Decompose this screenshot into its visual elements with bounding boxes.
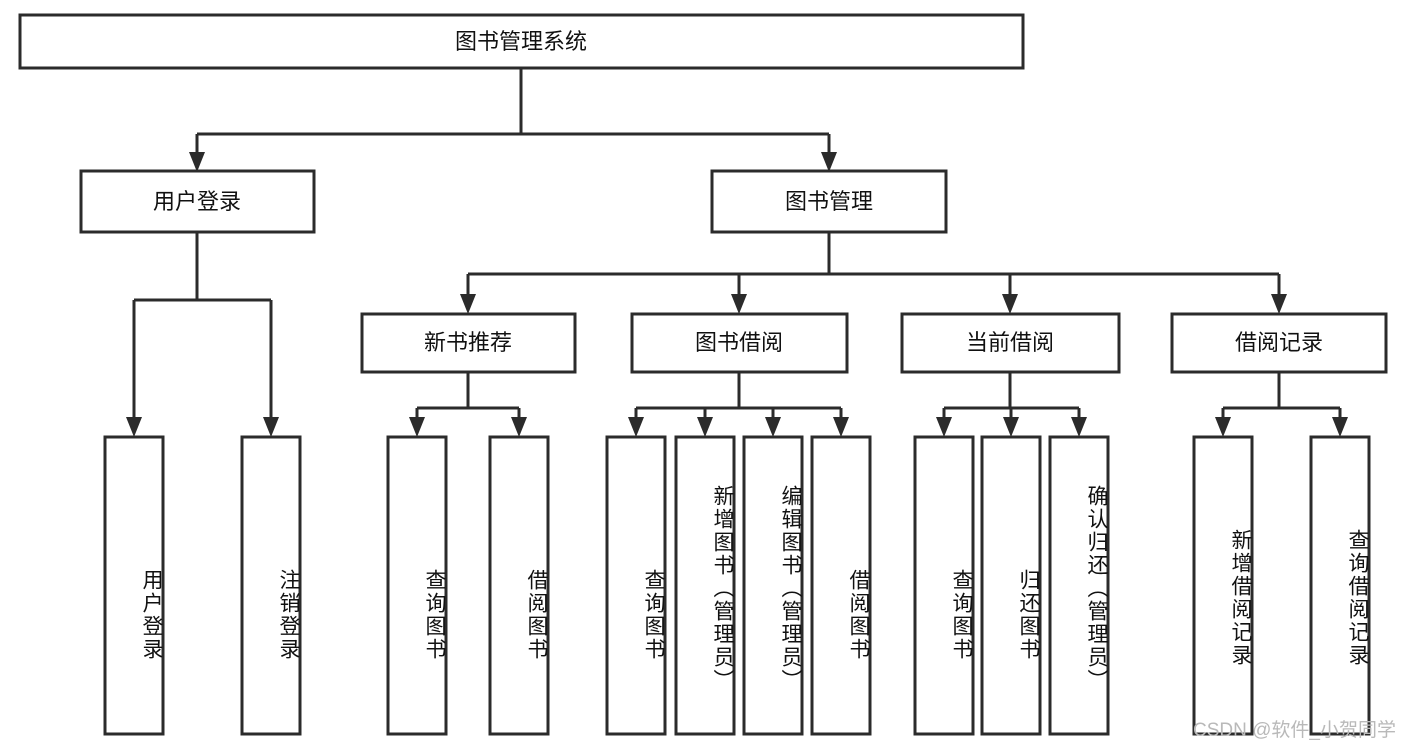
arrow-head-newbookrec — [460, 294, 476, 314]
arrow-head-leaf-logout — [263, 417, 279, 437]
arrow-head-leaf-borrow-book-2 — [833, 417, 849, 437]
arrow-head-leaf-query-book-2 — [628, 417, 644, 437]
node-new-book-rec-label: 新书推荐 — [424, 330, 512, 355]
arrow-head-leaf-confirm-return — [1071, 417, 1087, 437]
arrow-head-currentborrow — [1002, 294, 1018, 314]
arrow-head-leaf-query-book-1 — [409, 417, 425, 437]
arrow-head-bookborrow — [731, 294, 747, 314]
arrow-head-borrowrecord — [1271, 294, 1287, 314]
node-leaf-borrow-book-2-box[interactable] — [810, 435, 872, 736]
node-new-book-rec-box[interactable] — [360, 312, 577, 374]
arrow-head-leaf-borrow-book-1 — [511, 417, 527, 437]
node-book-manage-box[interactable] — [710, 169, 948, 234]
node-leaf-logout-box[interactable] — [240, 435, 302, 736]
node-current-borrow-box[interactable] — [900, 312, 1121, 374]
node-leaf-user-login-box[interactable] — [103, 435, 165, 736]
node-leaf-add-record-box[interactable] — [1192, 435, 1254, 736]
node-leaf-return-book-box[interactable] — [980, 435, 1042, 736]
node-current-borrow-label: 当前借阅 — [966, 330, 1054, 355]
node-layer: 图书管理系统 用户登录 图书管理 新书推荐 图书借阅 当前借阅 借阅记录 — [18, 13, 1388, 736]
arrow-head-leaf-return-book — [1003, 417, 1019, 437]
node-leaf-borrow-book-1-box[interactable] — [488, 435, 550, 736]
node-leaf-query-book-1-box[interactable] — [386, 435, 448, 736]
arrow-head-leaf-add-record — [1215, 417, 1231, 437]
node-root-label: 图书管理系统 — [455, 29, 587, 54]
node-leaf-query-book-2-box[interactable] — [605, 435, 667, 736]
arrow-head-leaf-edit-book — [765, 417, 781, 437]
node-leaf-confirm-return-box[interactable] — [1048, 435, 1110, 736]
node-book-manage-label: 图书管理 — [785, 189, 873, 214]
node-user-login-box[interactable] — [79, 169, 316, 234]
arrow-head-leaf-query-record — [1332, 417, 1348, 437]
arrow-head-userlogin — [189, 152, 205, 172]
node-leaf-edit-book-box[interactable] — [742, 435, 804, 736]
arrow-head-bookmanage — [821, 152, 837, 172]
node-borrow-record-box[interactable] — [1170, 312, 1388, 374]
node-book-borrow-box[interactable] — [630, 312, 849, 374]
node-root-box[interactable] — [18, 13, 1025, 70]
arrow-head-leaf-query-book-3 — [936, 417, 952, 437]
node-leaf-query-book-3-box[interactable] — [913, 435, 975, 736]
arrow-head-leaf-add-book — [697, 417, 713, 437]
node-book-borrow-label: 图书借阅 — [695, 330, 783, 355]
node-user-login-label: 用户登录 — [153, 189, 241, 214]
node-leaf-add-book-box[interactable] — [674, 435, 736, 736]
csdn-watermark: CSDN @软件_小贺同学 — [1193, 720, 1396, 741]
node-leaf-query-record-box[interactable] — [1309, 435, 1371, 736]
arrow-head-leaf-user-login — [126, 417, 142, 437]
node-borrow-record-label: 借阅记录 — [1235, 330, 1323, 355]
connector-layer — [126, 68, 1348, 437]
